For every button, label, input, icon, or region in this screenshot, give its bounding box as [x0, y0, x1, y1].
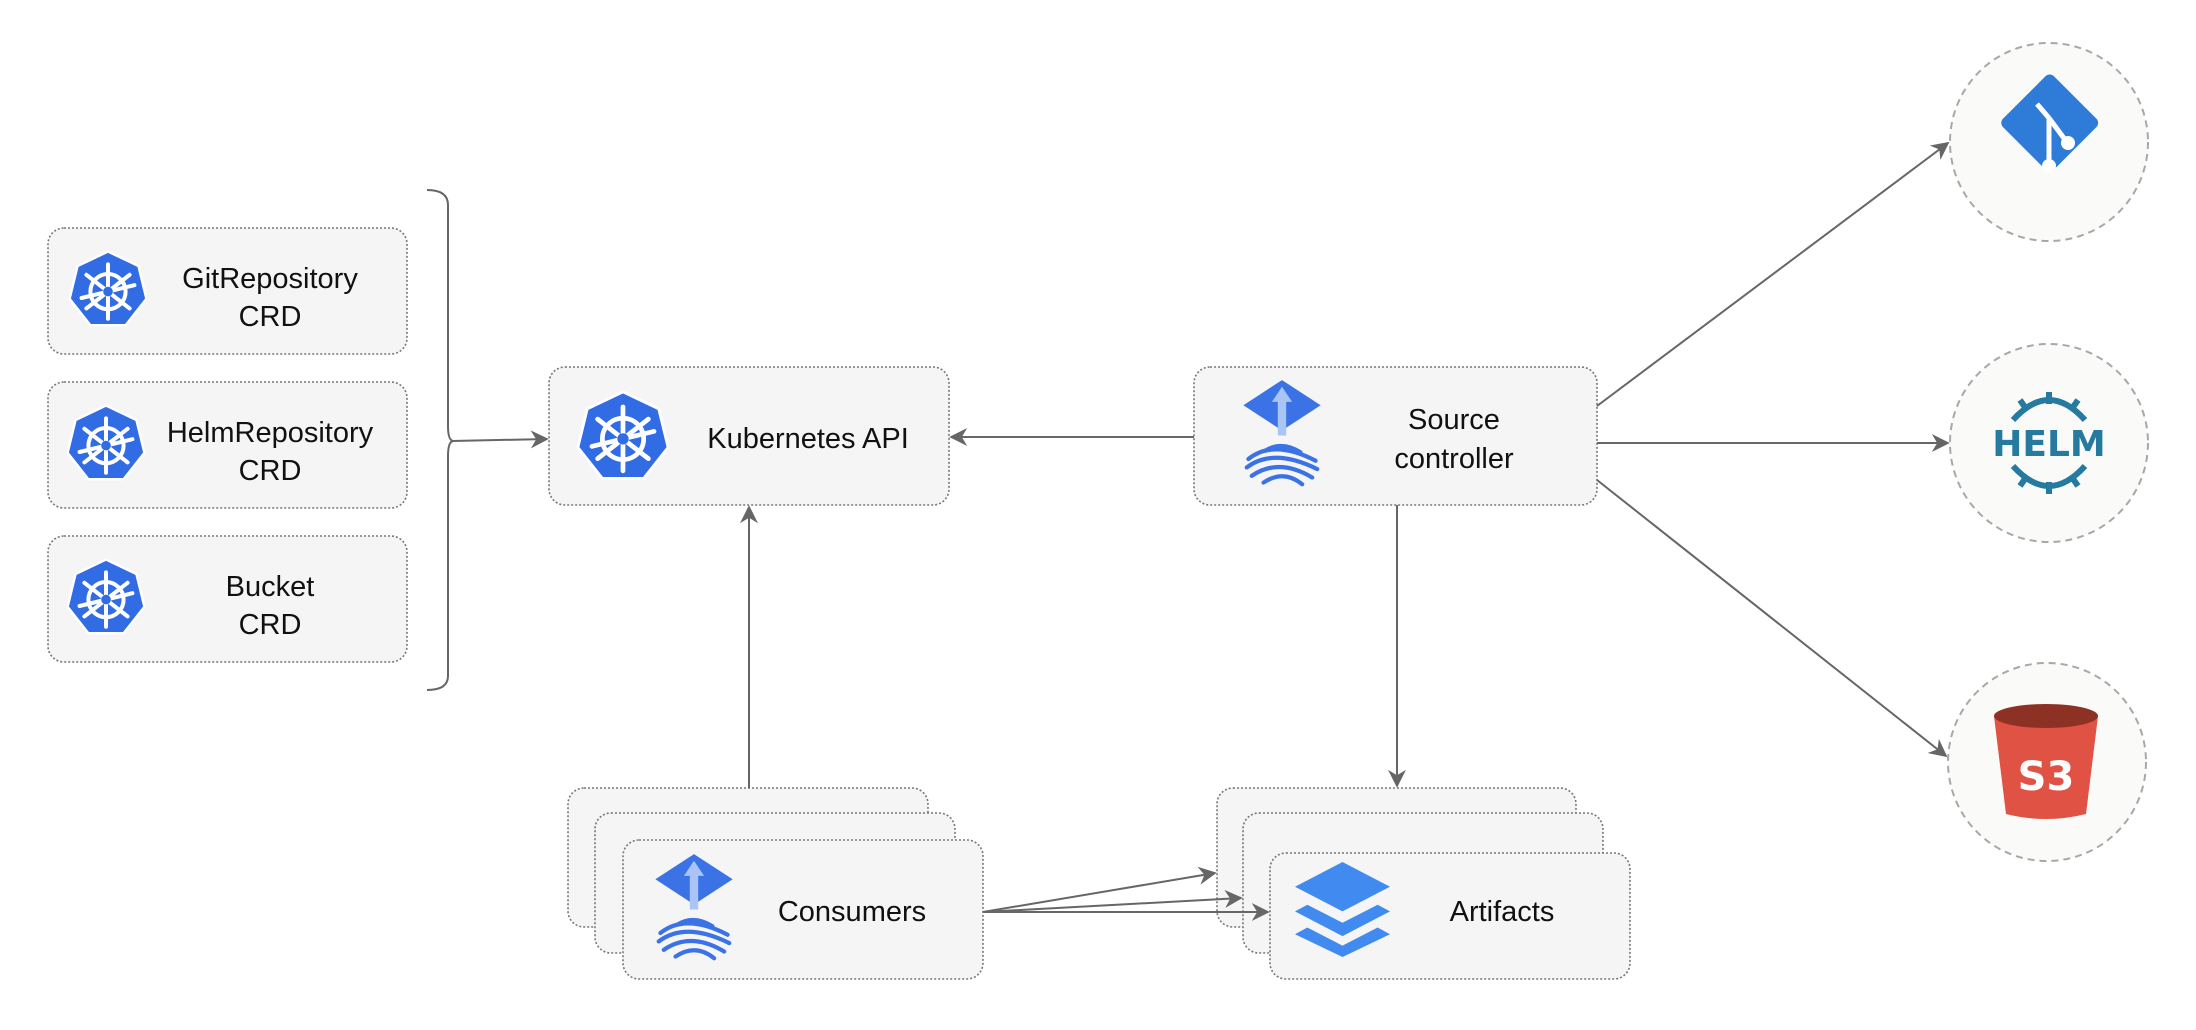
node-label: HelmRepository	[167, 417, 374, 449]
source-controller-node: Source controller	[1193, 366, 1598, 506]
edge-source-controller-to-s3	[1596, 479, 1948, 758]
s3-bucket-icon: S3	[1994, 704, 2098, 819]
git-node	[1949, 42, 2149, 242]
helm-icon: HELM	[1992, 392, 2106, 494]
crd-group-brace	[426, 189, 454, 691]
node-label: CRD	[239, 455, 302, 487]
helm-repository-crd-node: HelmRepository CRD	[47, 381, 408, 509]
edge-consumers-to-artifacts	[982, 889, 1243, 913]
node-label: Artifacts	[1450, 896, 1555, 928]
edge-consumers-to-artifacts	[982, 866, 1217, 913]
node-label: Bucket	[226, 571, 315, 603]
helm-node: HELM	[1949, 343, 2149, 543]
edge-crds-to-kubernetes-api	[451, 430, 549, 449]
node-label: CRD	[239, 609, 302, 641]
kubernetes-api-node: Kubernetes API	[548, 366, 950, 506]
node-label: CRD	[239, 301, 302, 333]
s3-node: S3	[1947, 662, 2147, 862]
node-label: Source	[1408, 404, 1500, 436]
node-label: Kubernetes API	[707, 423, 909, 455]
node-label: controller	[1394, 443, 1514, 475]
node-label: GitRepository	[182, 263, 358, 295]
git-repository-crd-node: GitRepository CRD	[47, 227, 408, 355]
helm-logo-text: HELM	[1992, 424, 2105, 465]
edge-source-controller-to-git	[1596, 141, 1950, 407]
s3-logo-text: S3	[2018, 754, 2075, 800]
artifacts-node: Artifacts	[1216, 787, 1631, 980]
bucket-crd-node: Bucket CRD	[47, 535, 408, 663]
node-label: Consumers	[778, 896, 926, 928]
consumers-node: Consumers	[567, 787, 984, 980]
git-icon	[2001, 74, 2099, 173]
